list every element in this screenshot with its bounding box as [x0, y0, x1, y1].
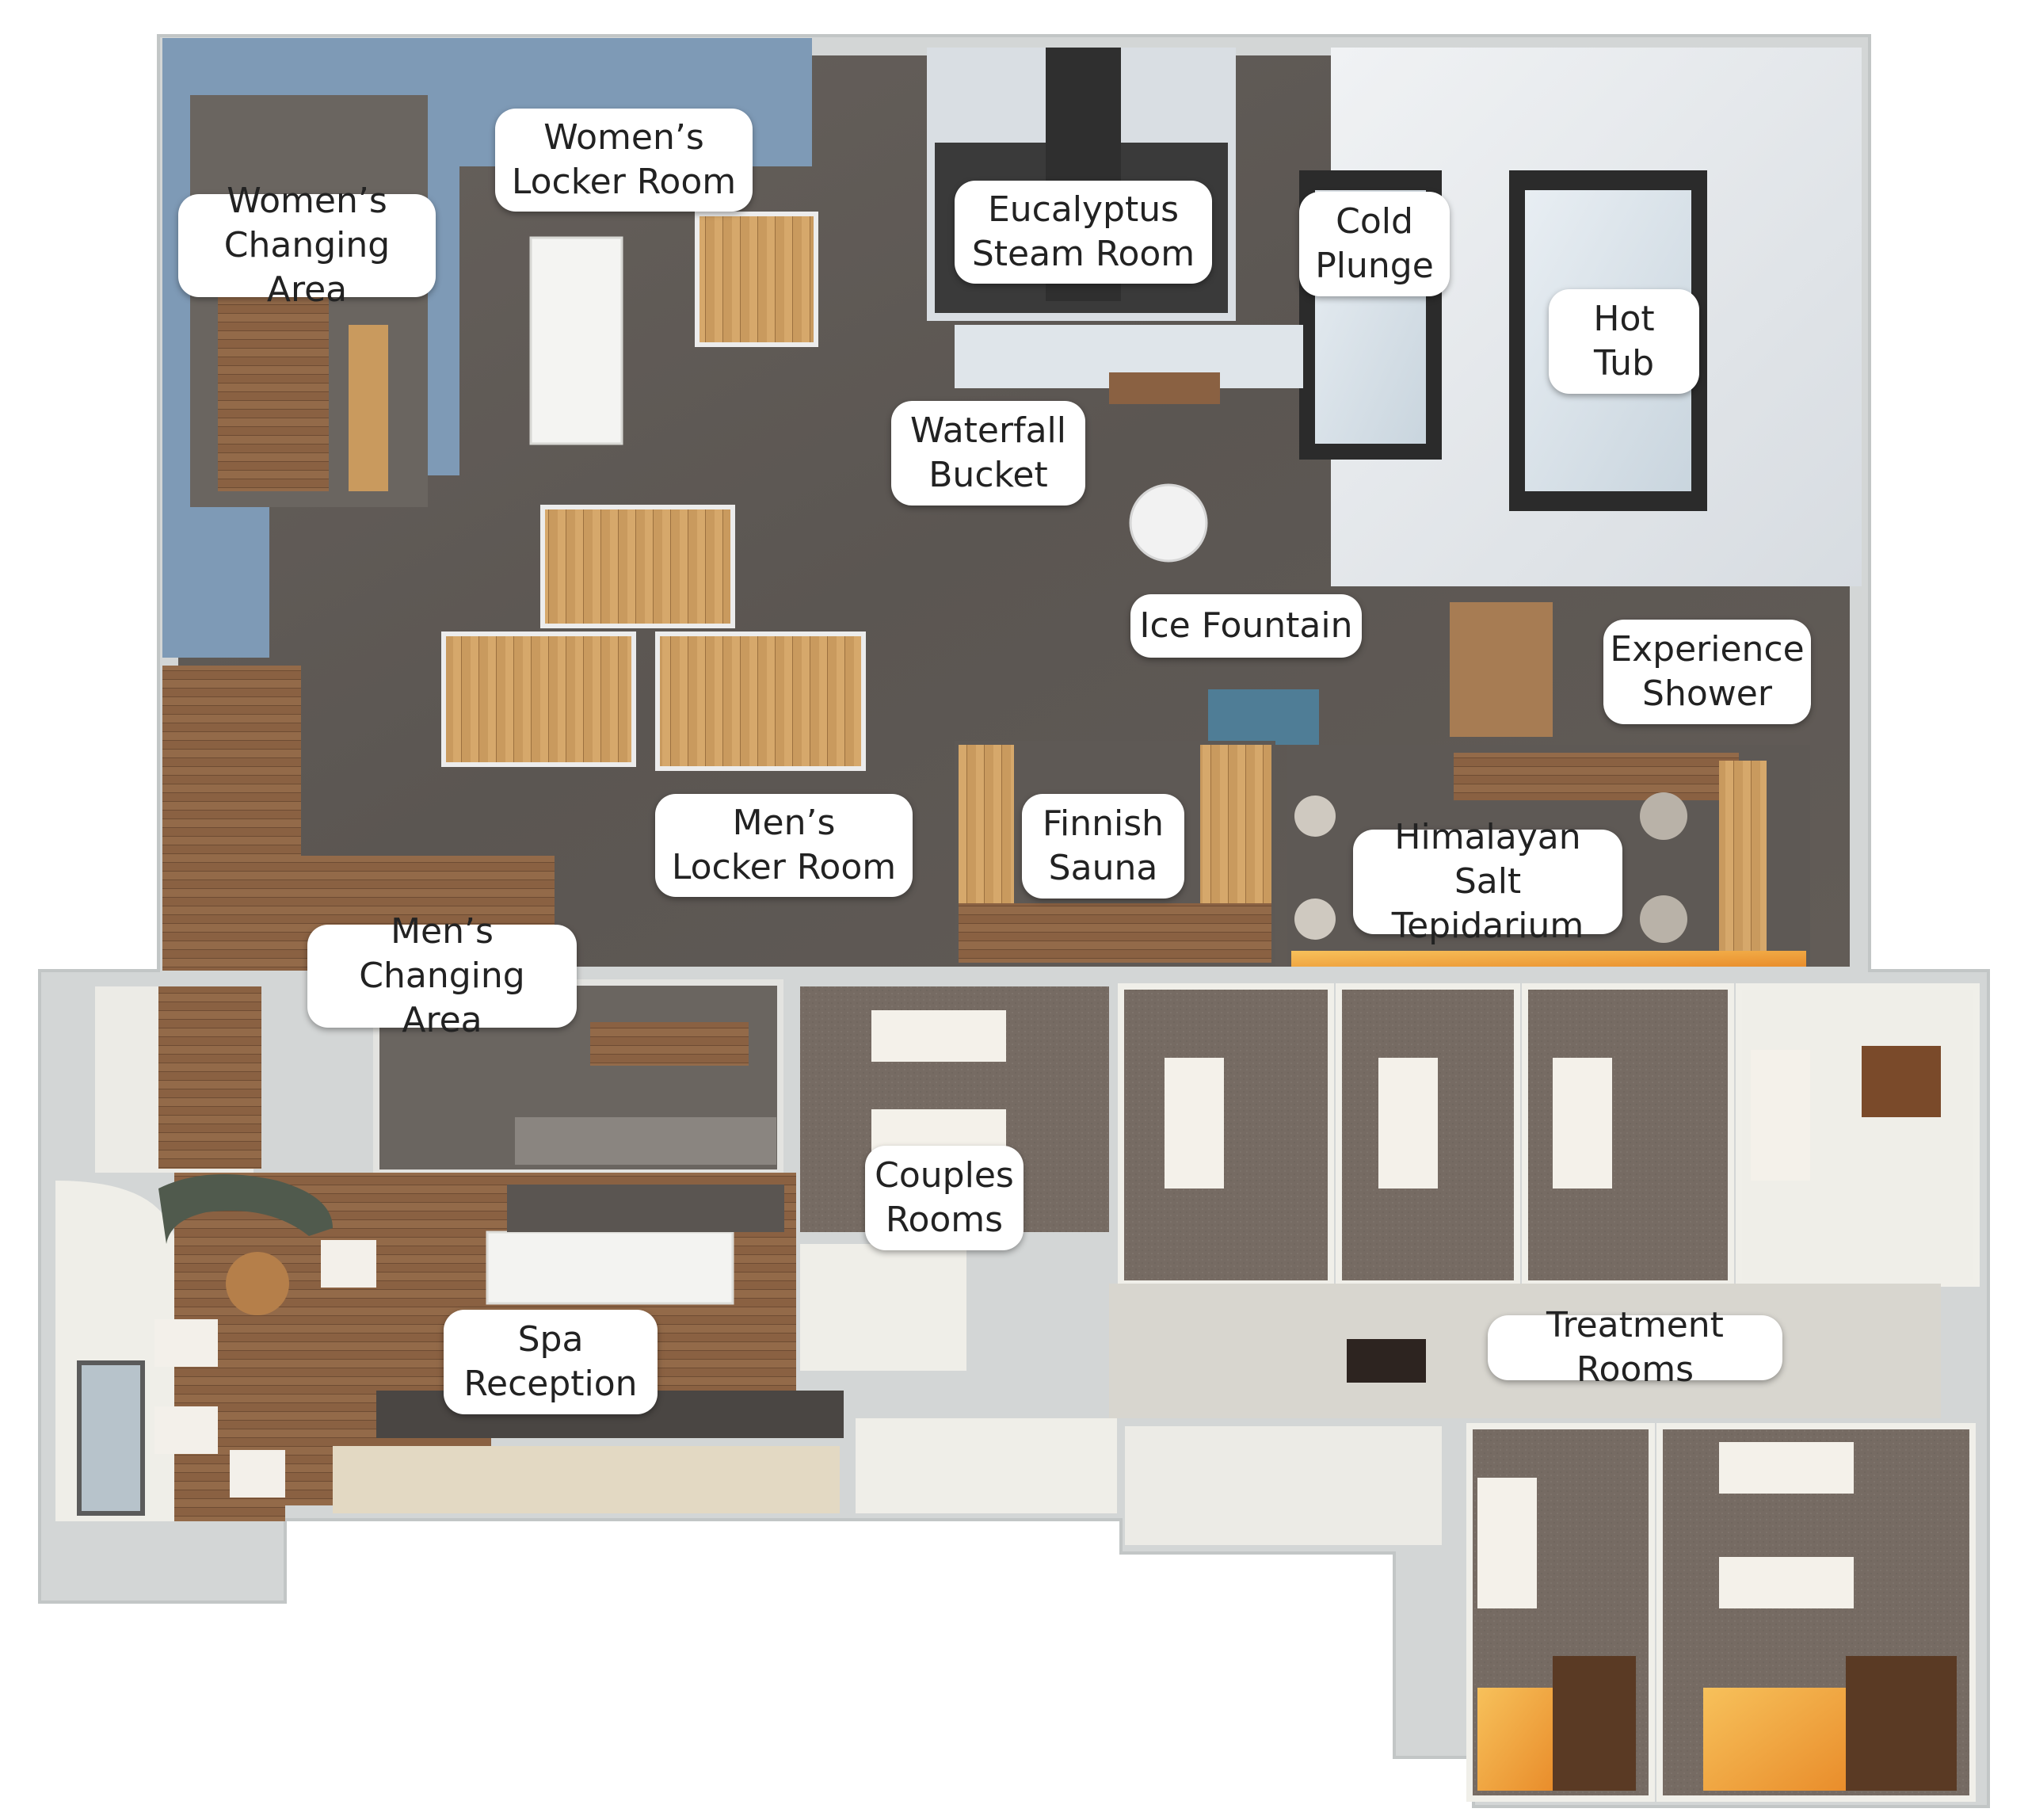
treatment-table-4	[1751, 1050, 1810, 1181]
label-eucalyptus-steam-room: Eucalyptus Steam Room	[955, 181, 1212, 284]
cabinet-2	[1846, 1656, 1957, 1791]
label-finnish-sauna: Finnish Sauna	[1022, 794, 1184, 899]
tepidarium-bench-top	[1454, 753, 1739, 800]
label-treatment-rooms: Treatment Rooms	[1488, 1305, 1782, 1390]
lounge-window	[77, 1360, 145, 1516]
lounge-chair-2	[154, 1406, 218, 1454]
restroom-alcove	[158, 986, 261, 1169]
label-waterfall-bucket: Waterfall Bucket	[891, 401, 1085, 506]
mens-changing-wood-floor	[162, 666, 555, 971]
label-experience-shower: Experience Shower	[1603, 620, 1811, 724]
locker-shower-stall	[695, 212, 818, 347]
label-cold-plunge: Cold Plunge	[1299, 192, 1450, 296]
label-couples-rooms: Couples Rooms	[865, 1146, 1024, 1250]
locker-shower-row	[655, 631, 866, 771]
bottom-hall-floor	[1125, 1426, 1442, 1545]
treatment-table-2	[1378, 1058, 1438, 1189]
label-mens-locker-room: Men’s Locker Room	[655, 794, 913, 897]
label-ice-fountain: Ice Fountain	[1130, 594, 1362, 658]
locker-stall-row-2	[441, 631, 636, 767]
treatment-table-3	[1553, 1058, 1612, 1189]
salt-bed-1	[1477, 1688, 1553, 1791]
couples-hall-floor	[800, 1244, 966, 1371]
label-womens-locker-room: Women’s Locker Room	[495, 109, 753, 212]
treatment-table-1	[1165, 1058, 1224, 1189]
tepidarium-stool-1	[1294, 796, 1336, 837]
lounge-round-table	[226, 1252, 289, 1315]
treatment-table-6	[1719, 1442, 1854, 1494]
label-spa-reception: Spa Reception	[444, 1310, 658, 1414]
label-womens-changing-area: Women’s Changing Area	[178, 181, 436, 310]
lounge-chair-3	[321, 1240, 376, 1288]
reception-entry-mat	[333, 1446, 840, 1513]
label-hot-tub: Hot Tub	[1549, 289, 1699, 394]
treatment-room-4-cabinet	[1862, 1046, 1941, 1117]
tepidarium-stool-3	[1640, 792, 1687, 840]
couples-massage-table-1	[871, 1010, 1006, 1062]
tepidarium-salt-glow	[1291, 951, 1806, 967]
womens-vanity	[529, 236, 623, 445]
ice-fountain-basin	[1129, 483, 1208, 563]
reception-desk	[486, 1231, 734, 1305]
locker-stall-row-1	[540, 505, 735, 628]
experience-shower-floor	[1450, 602, 1553, 737]
mens-changing-bench-2	[515, 1117, 776, 1165]
tepidarium-bench-right	[1719, 761, 1767, 959]
treatment-room-1	[1118, 983, 1334, 1287]
reception-counter-top	[507, 1185, 784, 1232]
tepidarium-stool-2	[1294, 899, 1336, 940]
ice-fountain-tile	[1208, 689, 1319, 745]
mens-changing-bench	[590, 1022, 749, 1066]
couples-hall-alcove	[856, 1418, 1117, 1513]
label-mens-changing-area: Men’s Changing Area	[307, 911, 577, 1040]
womens-changing-bench	[218, 285, 329, 491]
lounge-curved-sofa	[158, 1174, 333, 1244]
tepidarium-stool-4	[1640, 895, 1687, 943]
treatment-table-5	[1477, 1478, 1537, 1608]
treatment-table-7	[1719, 1557, 1854, 1608]
lounge-chair-1	[154, 1319, 218, 1367]
finnish-sauna-bench-bottom	[959, 903, 1271, 963]
corridor-table	[1347, 1339, 1426, 1383]
steam-room-seat	[1109, 372, 1220, 404]
lounge-chair-4	[230, 1450, 285, 1498]
cabinet-1	[1553, 1656, 1636, 1791]
label-himalayan-salt-tepidarium: Himalayan Salt Tepidarium	[1353, 817, 1622, 946]
womens-changing-bench-2	[349, 325, 388, 491]
salt-bed-2	[1703, 1688, 1846, 1791]
